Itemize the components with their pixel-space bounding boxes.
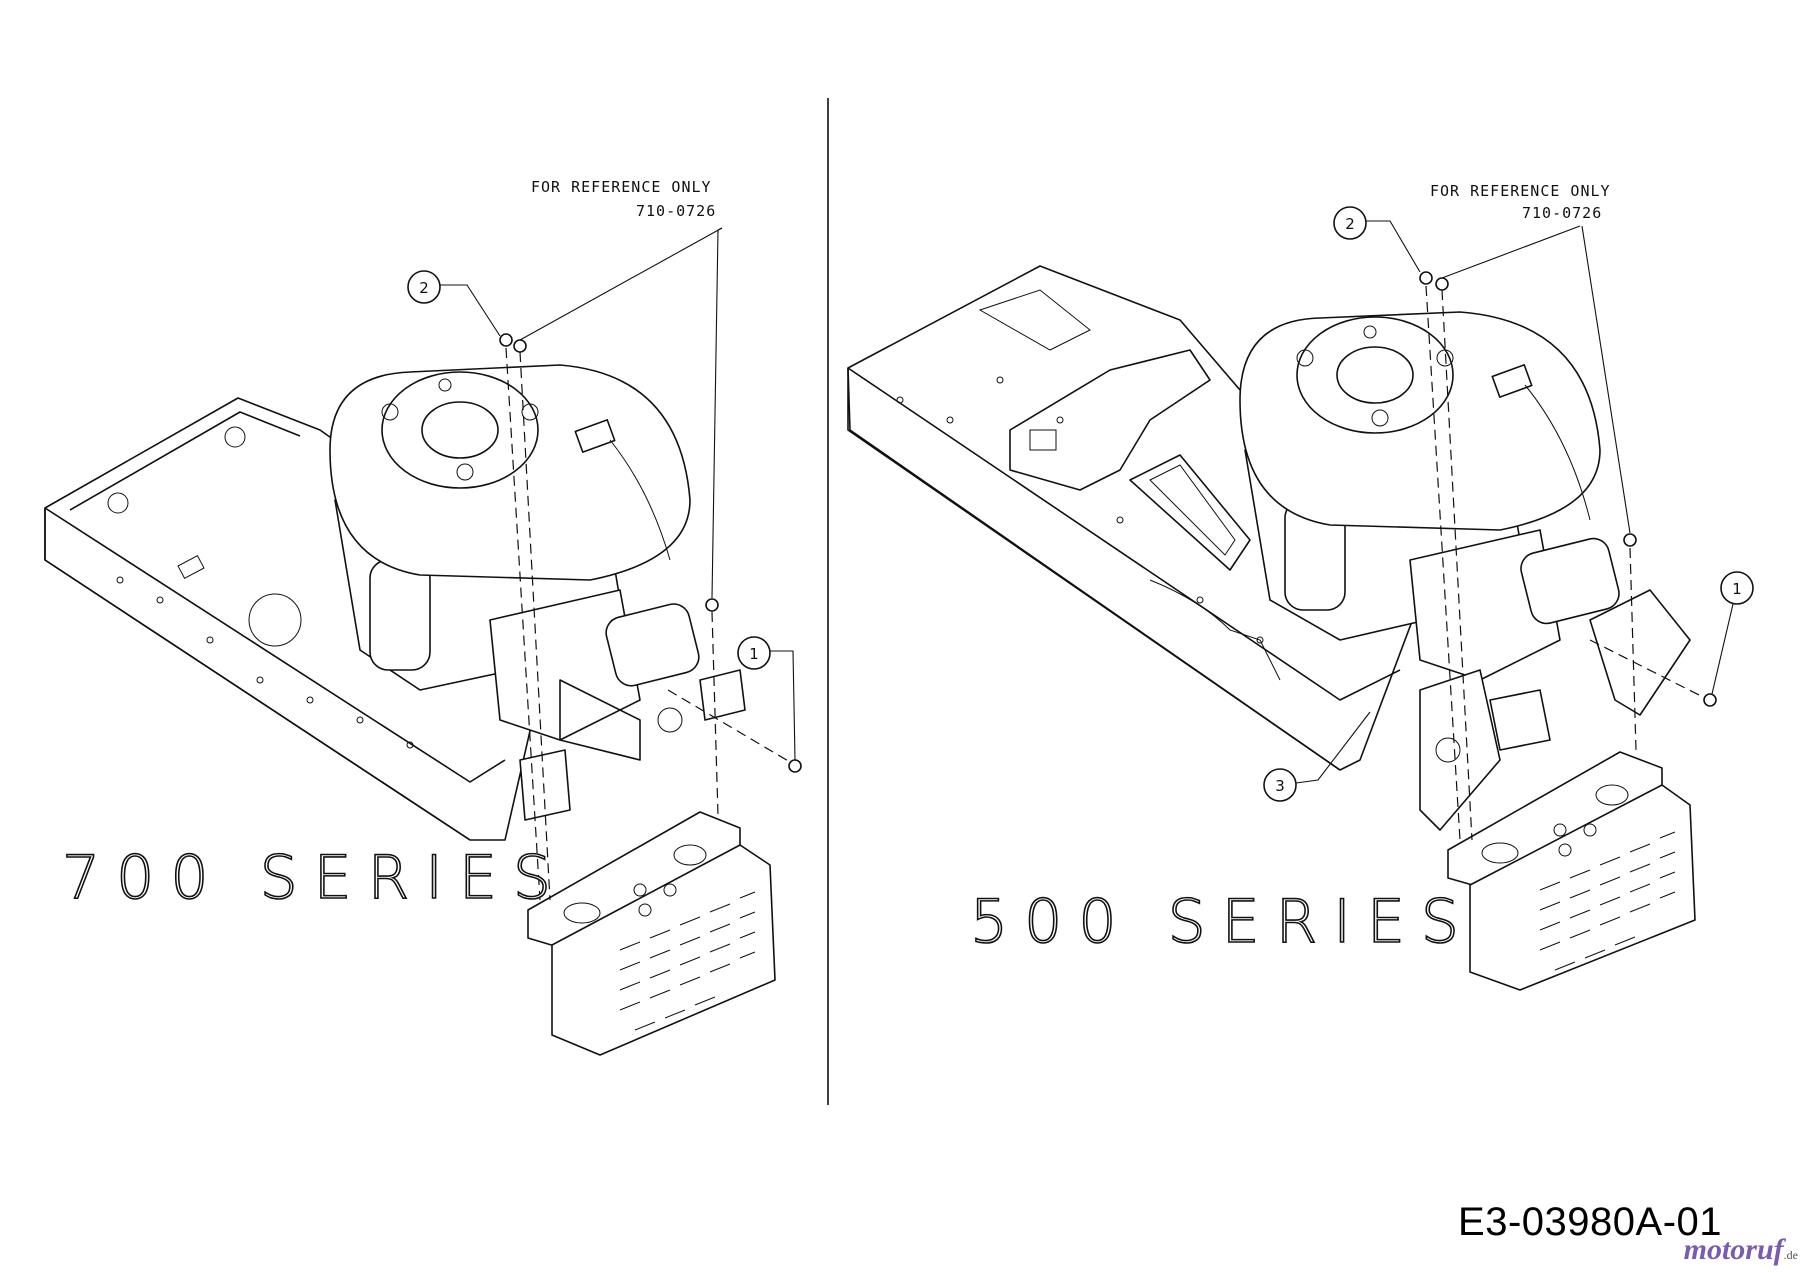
right-callout-3: 3 xyxy=(1263,711,1371,802)
left-callout-1: 1 xyxy=(737,636,796,761)
diagram-code: E3-03980A-01 xyxy=(1458,1200,1722,1244)
right-frame xyxy=(847,265,1421,771)
right-callout-1: 1 xyxy=(1711,571,1754,695)
watermark-suffix: .de xyxy=(1783,1248,1798,1262)
svg-text:2: 2 xyxy=(419,279,429,297)
svg-text:2: 2 xyxy=(1345,215,1355,233)
watermark-name: motoruf xyxy=(1683,1233,1784,1266)
left-heat-shield xyxy=(527,811,776,1056)
right-reference-part: 710-0726 xyxy=(1522,204,1602,222)
watermark-logo: motoruf.de xyxy=(1684,1233,1798,1267)
right-callout-2: 2 xyxy=(1333,206,1421,273)
right-series-label: 500 SERIES xyxy=(970,887,1475,957)
svg-text:3: 3 xyxy=(1275,777,1285,795)
left-fasteners xyxy=(499,227,802,901)
right-fasteners xyxy=(1419,225,1717,841)
right-heat-shield xyxy=(1447,751,1696,991)
svg-text:1: 1 xyxy=(749,645,759,663)
right-panel: FOR REFERENCE ONLY 710-0726 xyxy=(847,182,1754,991)
left-reference-part: 710-0726 xyxy=(636,202,716,220)
svg-text:1: 1 xyxy=(1732,580,1742,598)
right-reference-note: FOR REFERENCE ONLY xyxy=(1430,182,1611,200)
left-panel: FOR REFERENCE ONLY 710-0726 xyxy=(44,178,802,1056)
left-reference-note: FOR REFERENCE ONLY xyxy=(531,178,712,196)
left-callout-2: 2 xyxy=(407,270,501,337)
left-series-label: 700 SERIES xyxy=(62,843,567,913)
